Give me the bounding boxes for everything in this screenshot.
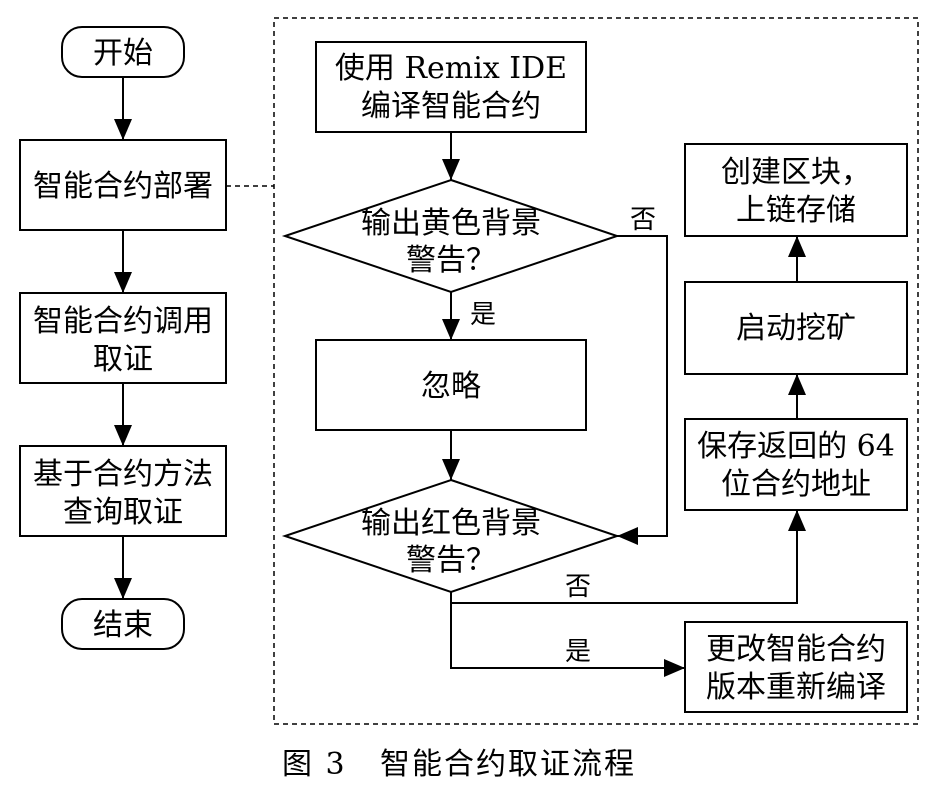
create-block-node xyxy=(684,143,908,237)
arrow-red-no-to-save xyxy=(450,510,806,604)
yellow-warning-label: 输出黄色背景 xyxy=(361,206,541,241)
ignore-label: 忽略 xyxy=(421,369,481,404)
create-block-label: 创建区块， xyxy=(721,155,871,190)
figure-number: 图 3 xyxy=(282,747,347,782)
start-label: 开始 xyxy=(93,36,153,71)
query-node xyxy=(19,445,227,537)
red-warning-label-line2: 警告？ xyxy=(406,543,496,578)
red-no-label: 否 xyxy=(565,572,591,602)
yellow-yes-label: 是 xyxy=(470,300,496,330)
invoke-label: 智能合约调用 xyxy=(33,304,213,339)
save-address-node xyxy=(684,418,908,511)
mine-node xyxy=(684,281,908,375)
compile-label-line2: 编译智能合约 xyxy=(361,89,541,124)
query-label: 基于合约方法 xyxy=(33,457,213,492)
save-address-label-line2: 位合约地址 xyxy=(721,467,871,502)
recompile-node xyxy=(684,621,908,713)
deploy-node xyxy=(19,139,227,231)
end-label: 结束 xyxy=(93,608,153,643)
create-block-label-line2: 上链存储 xyxy=(736,193,856,228)
figure-title: 智能合约取证流程 xyxy=(380,747,636,782)
red-yes-label: 是 xyxy=(565,637,591,667)
invoke-label-line2: 取证 xyxy=(93,342,153,377)
compile-label: 使用 Remix IDE xyxy=(335,51,567,86)
deploy-label: 智能合约部署 xyxy=(33,169,213,204)
red-warning-label: 输出红色背景 xyxy=(361,506,541,541)
end-node xyxy=(61,598,185,650)
arrow-yellow-no-to-red xyxy=(617,235,668,545)
save-address-label: 保存返回的 64 xyxy=(697,429,895,464)
mine-label: 启动挖矿 xyxy=(736,311,856,346)
query-label-line2: 查询取证 xyxy=(63,495,183,530)
arrow-red-yes-to-recompile xyxy=(450,603,685,677)
yellow-no-label: 否 xyxy=(630,205,656,235)
recompile-label: 更改智能合约 xyxy=(706,632,886,667)
compile-node xyxy=(315,41,587,133)
recompile-label-line2: 版本重新编译 xyxy=(706,670,886,705)
yellow-warning-label-line2: 警告？ xyxy=(406,243,496,278)
